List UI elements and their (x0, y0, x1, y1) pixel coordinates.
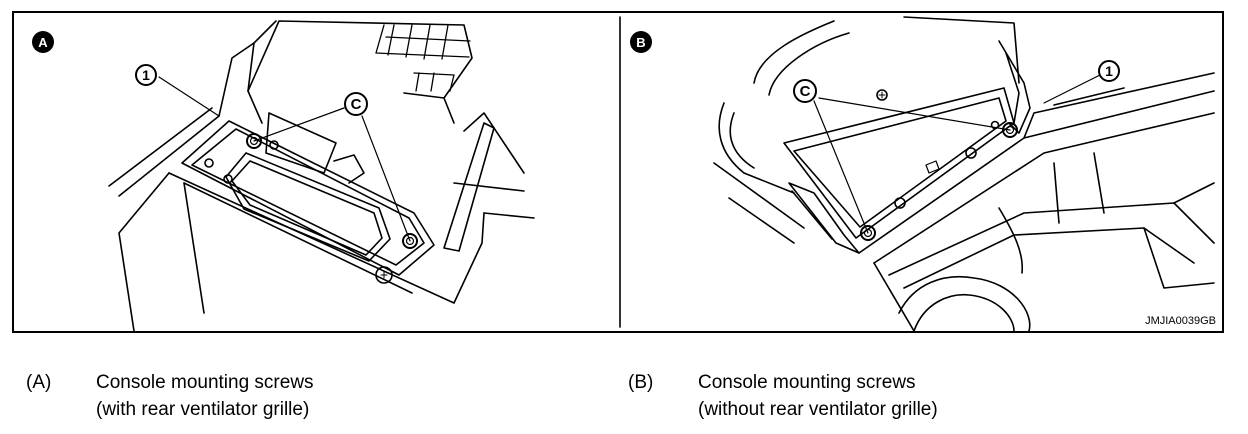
panel-b-part-callout-text: 1 (1105, 63, 1113, 79)
panel-b-part-callout: 1 (1098, 60, 1120, 82)
console-illustration (108, 16, 1215, 331)
panel-b-badge: B (630, 31, 652, 53)
caption-b-line1: Console mounting screws (698, 372, 916, 393)
panel-b-screw-callout: C (793, 79, 817, 103)
panel-b-screw-callout-text: C (799, 82, 811, 100)
panel-b-drawing (713, 16, 1215, 331)
caption-b-line2: (without rear ventilator grille) (698, 399, 938, 420)
caption-a-line2: (with rear ventilator grille) (96, 399, 310, 420)
panel-b-badge-letter: B (636, 34, 646, 50)
figure-id: JMJIA0039GB (1145, 315, 1216, 327)
caption-b-tag: (B) (628, 372, 654, 393)
panel-a-screw-callout-text: C (350, 95, 362, 113)
panel-a-part-callout: 1 (135, 64, 157, 86)
panel-a-badge-letter: A (38, 34, 48, 50)
caption-a-tag: (A) (26, 372, 52, 393)
panel-a-part-callout-text: 1 (142, 67, 150, 83)
panel-a-badge: A (32, 31, 54, 53)
panel-a-screw-callout: C (344, 92, 368, 116)
caption-a-line1: Console mounting screws (96, 372, 314, 393)
panel-a-drawing (108, 20, 535, 331)
illustration-frame: A B 1 C 1 C JMJIA0039GB (12, 11, 1224, 333)
